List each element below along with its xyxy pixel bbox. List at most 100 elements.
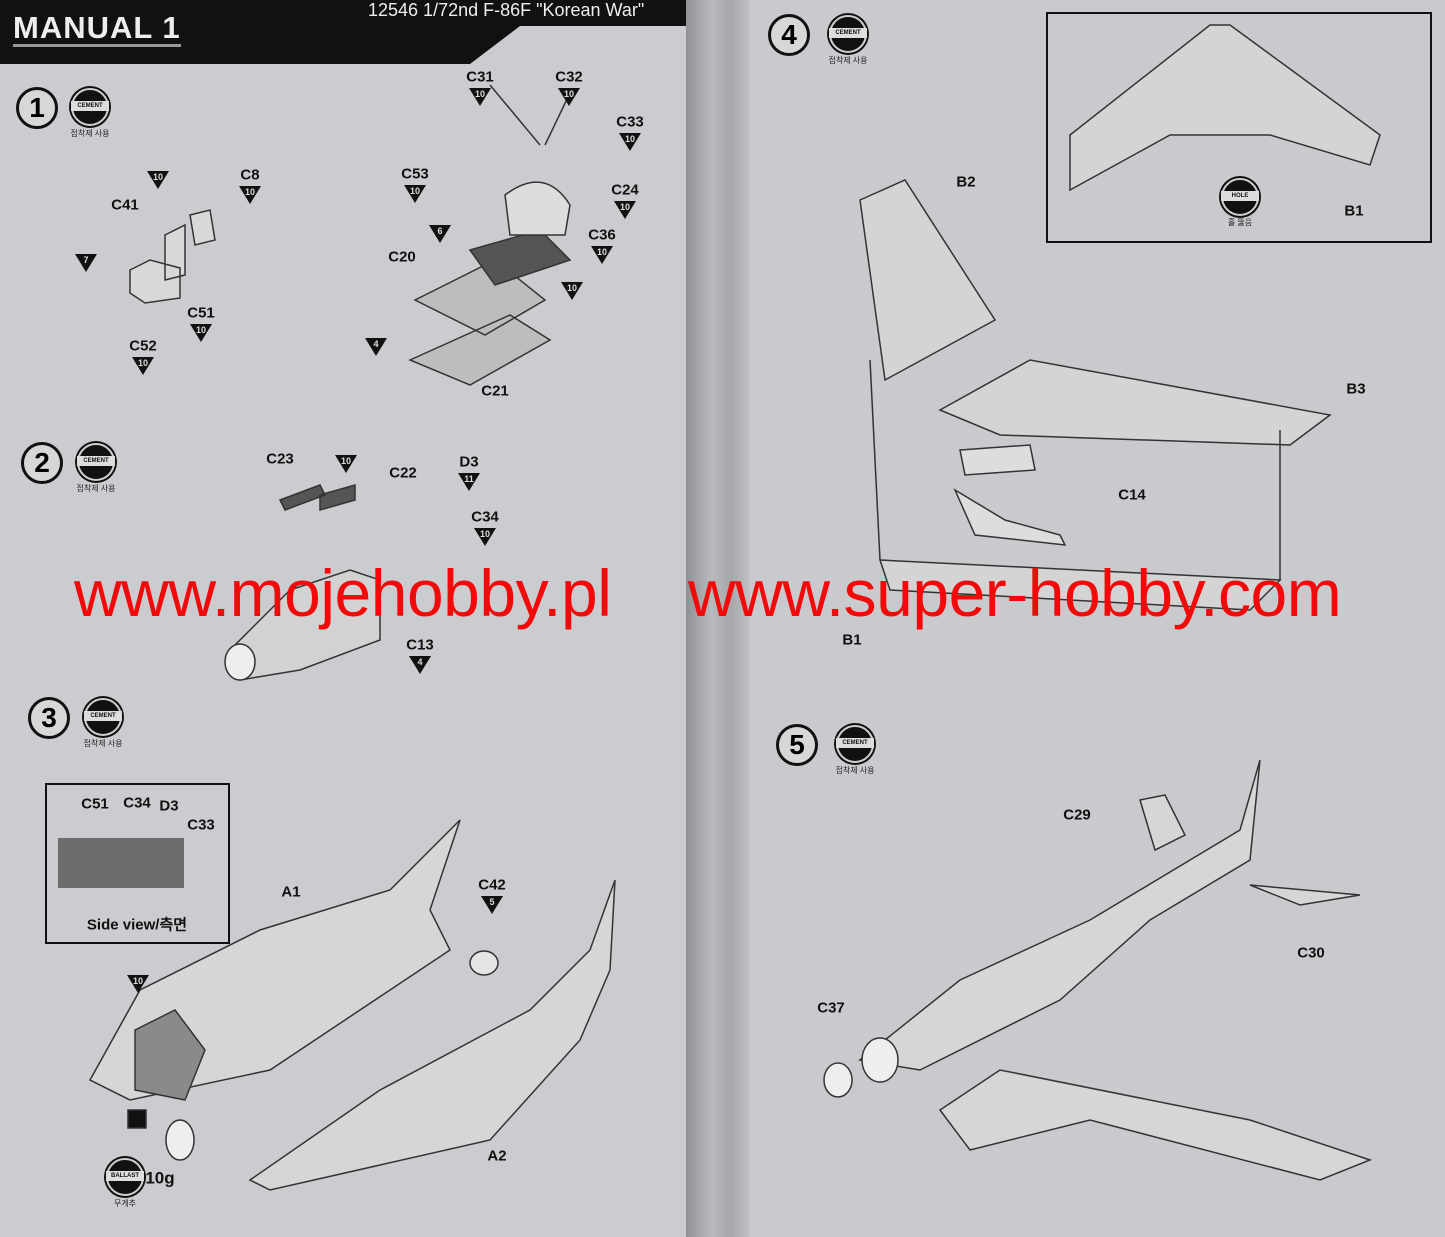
- intake-ring-c37-drawing: [823, 1062, 853, 1098]
- sprue-marker: 10: [474, 528, 496, 546]
- watermark-left: www.mojehobby.pl: [74, 556, 612, 630]
- part-label: C24: [611, 181, 639, 199]
- wing-inset: [1046, 12, 1432, 243]
- step-3-number: 3: [28, 697, 70, 739]
- part-label: C41: [111, 196, 139, 214]
- sprue-number: 10: [624, 134, 635, 144]
- cement-label: CEMENT: [836, 738, 874, 748]
- sprue-marker: 10: [335, 455, 357, 473]
- cement-note: 접착제 사용: [70, 129, 110, 138]
- wing-b2-drawing: [859, 179, 997, 382]
- sprue-number: 10: [340, 456, 351, 466]
- cement-icon: CEMENT: [77, 443, 115, 481]
- part-label: C32: [555, 68, 583, 86]
- cement-note: 접착제 사용: [828, 56, 868, 65]
- sprue-number: 5: [489, 897, 495, 907]
- panel-parts-drawing: [278, 484, 356, 511]
- sprue-marker: 7: [75, 254, 97, 272]
- sprue-number: 10: [409, 186, 420, 196]
- part-label: C13: [406, 636, 434, 654]
- part-c14-drawing: [953, 444, 1067, 546]
- header-band: [0, 0, 686, 64]
- cement-icon: CEMENT: [829, 15, 867, 53]
- part-label: C36: [588, 226, 616, 244]
- sprue-number: 10: [619, 202, 630, 212]
- cement-note: 접착제 사용: [76, 484, 116, 493]
- part-label: B1: [1344, 202, 1364, 220]
- side-view-inset: [45, 783, 230, 944]
- step-4-number: 4: [768, 14, 810, 56]
- part-label: A1: [281, 883, 301, 901]
- sprue-marker: 4: [409, 656, 431, 674]
- part-label: C22: [389, 464, 417, 482]
- part-label: B2: [956, 173, 976, 191]
- cement-note: 접착제 사용: [83, 739, 123, 748]
- intake-drawing: [165, 1119, 195, 1161]
- sprue-marker: 10: [190, 324, 212, 342]
- leader-line: [869, 359, 881, 561]
- fuselage-half-a2-drawing: [248, 879, 616, 1191]
- cement-icon: CEMENT: [836, 725, 874, 763]
- sprue-marker: 10: [614, 201, 636, 219]
- part-label: C34: [471, 508, 499, 526]
- bulkhead-drawing: [504, 181, 571, 236]
- tailplane-drawing: [1139, 794, 1361, 906]
- sprue-number: 10: [132, 976, 143, 986]
- watermark-right: www.super-hobby.com: [688, 556, 1342, 630]
- ballast-label: BALLAST: [106, 1171, 144, 1181]
- part-label: B3: [1346, 380, 1366, 398]
- part-label: C34: [123, 794, 151, 812]
- part-label: C37: [817, 999, 845, 1017]
- sprue-marker: 10: [558, 88, 580, 106]
- part-label: C33: [187, 816, 215, 834]
- leader-line: [489, 84, 541, 146]
- aircraft-fuselage-drawing: [858, 759, 1261, 1071]
- step-1-number: 1: [16, 87, 58, 129]
- ballast-note: 무게추: [113, 1199, 137, 1208]
- cement-icon: CEMENT: [84, 698, 122, 736]
- manual-title: MANUAL 1: [13, 10, 181, 47]
- part-label: C30: [1297, 944, 1325, 962]
- wing-inset-drawing: [1069, 24, 1381, 192]
- sprue-number: 10: [152, 172, 163, 182]
- part-label: D3: [459, 453, 479, 471]
- part-label: C51: [187, 304, 215, 322]
- sprue-marker: 10: [147, 171, 169, 189]
- cement-note: 접착제 사용: [835, 766, 875, 775]
- side-view-cockpit-drawing: [58, 838, 184, 888]
- sprue-number: 11: [464, 474, 474, 484]
- cockpit-tub-drawing: [408, 259, 552, 386]
- part-label: C53: [401, 165, 429, 183]
- step-2-number: 2: [21, 442, 63, 484]
- cement-label: CEMENT: [84, 711, 122, 721]
- sprue-marker: 5: [481, 896, 503, 914]
- sprue-marker: 10: [561, 282, 583, 300]
- sprue-marker: 11: [458, 473, 480, 491]
- sprue-number: 10: [195, 325, 206, 335]
- sprue-number: 10: [244, 187, 255, 197]
- wing-b3-drawing: [938, 359, 1332, 446]
- step-5-number: 5: [776, 724, 818, 766]
- sprue-number: 4: [417, 657, 423, 667]
- cement-label: CEMENT: [829, 28, 867, 38]
- page-gutter: [686, 0, 750, 1237]
- sprue-number: 10: [566, 283, 577, 293]
- intake-opening-drawing: [224, 643, 256, 681]
- sprue-marker: 10: [619, 133, 641, 151]
- part-label: C29: [1063, 806, 1091, 824]
- sprue-number: 10: [479, 529, 490, 539]
- part-label: C21: [481, 382, 509, 400]
- sprue-marker: 10: [404, 185, 426, 203]
- ballast-weight: 10g: [145, 1168, 175, 1188]
- sprue-number: 7: [83, 255, 89, 265]
- sprue-number: 10: [137, 358, 148, 368]
- part-label: C14: [1118, 486, 1146, 504]
- part-label: C31: [466, 68, 494, 86]
- part-label: D3: [159, 797, 179, 815]
- kit-title: 12546 1/72nd F-86F "Korean War": [368, 0, 645, 20]
- sprue-marker: 6: [429, 225, 451, 243]
- ballast-icon: BALLAST: [106, 1158, 144, 1196]
- exhaust-part-drawing: [469, 950, 499, 976]
- seat-part-drawing: [129, 209, 216, 304]
- hole-label: HOLE: [1221, 191, 1259, 201]
